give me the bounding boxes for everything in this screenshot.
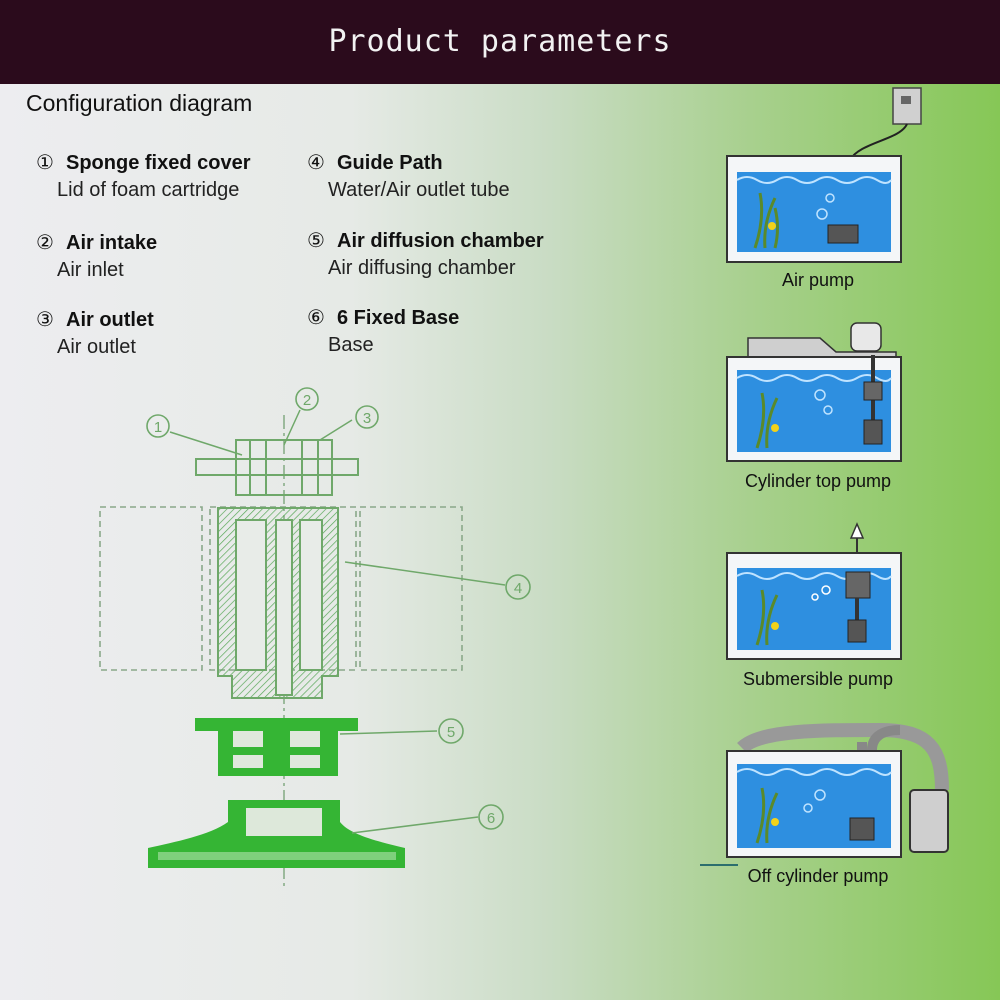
page-title: Product parameters [328, 24, 672, 59]
svg-text:5: 5 [447, 724, 455, 741]
guide-path-tube-part [217, 507, 339, 699]
page-header: Product parameters [0, 0, 1000, 84]
svg-text:1: 1 [154, 419, 162, 436]
pump-label-cylinder-top-pump: Cylinder top pump [744, 471, 892, 491]
svg-text:2: 2 [303, 392, 311, 409]
cylinder-top-pump-illustration [726, 322, 902, 462]
pump-label-air-pump: Air pump [781, 270, 855, 290]
fixed-base-part [148, 800, 405, 868]
configuration-title: Configuration diagram [26, 90, 253, 116]
water-air-pump [737, 172, 891, 252]
pump-label-off-cylinder-pump: Off cylinder pump [747, 866, 889, 886]
callout-2: 2 [295, 387, 319, 411]
air-diffusion-chamber-part [195, 718, 358, 776]
callout-1: 1 [146, 414, 170, 438]
off-cylinder-pump-illustration [700, 722, 949, 866]
air-pump-illustration [726, 87, 922, 263]
svg-text:6: 6 [487, 810, 495, 827]
leader-lines [169, 409, 506, 834]
svg-text:4: 4 [514, 580, 522, 597]
svg-text:3: 3 [363, 410, 371, 427]
submersible-pump-illustration [726, 522, 902, 660]
callout-6: 6 [478, 804, 504, 830]
pump-label-submersible-pump: Submersible pump [742, 669, 894, 689]
sponge-fixed-cover-part [195, 439, 359, 496]
callout-4: 4 [505, 574, 531, 600]
callout-5: 5 [438, 718, 464, 744]
callout-3: 3 [355, 405, 379, 429]
